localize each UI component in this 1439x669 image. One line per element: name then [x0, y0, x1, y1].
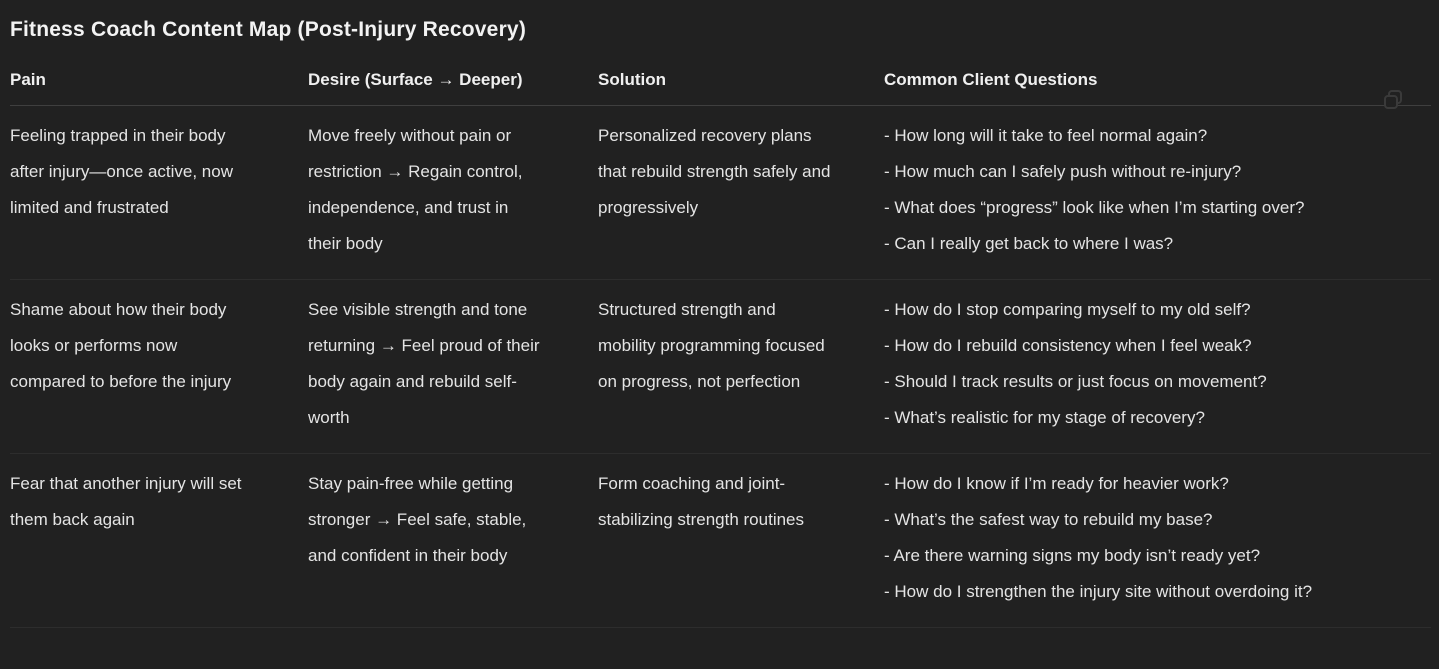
question-line: - What’s realistic for my stage of recov… [884, 408, 1205, 427]
cell-desire: Move freely without pain or restriction … [308, 105, 598, 280]
question-line: - How long will it take to feel normal a… [884, 126, 1208, 145]
cell-solution: Structured strength and mobility program… [598, 279, 884, 454]
column-header-questions: Common Client Questions [884, 44, 1431, 106]
question-line: - How do I rebuild consistency when I fe… [884, 336, 1252, 355]
cell-desire: See visible strength and tone returning … [308, 279, 598, 454]
cell-solution: Form coaching and joint-stabilizing stre… [598, 453, 884, 628]
cell-questions: - How do I stop comparing myself to my o… [884, 279, 1431, 454]
column-header-desire: Desire (Surface → Deeper) [308, 44, 598, 106]
cell-pain: Fear that another injury will set them b… [10, 453, 308, 628]
header-row: Pain Desire (Surface → Deeper) Solution … [10, 44, 1431, 106]
page-title: Fitness Coach Content Map (Post-Injury R… [10, 18, 527, 41]
cell-pain: Shame about how their body looks or perf… [10, 279, 308, 454]
question-line: - How do I stop comparing myself to my o… [884, 300, 1251, 319]
column-header-solution: Solution [598, 44, 884, 106]
copy-icon [1381, 88, 1405, 112]
cell-pain: Feeling trapped in their body after inju… [10, 105, 308, 280]
cell-questions: - How do I know if I’m ready for heavier… [884, 453, 1431, 628]
copy-table-button[interactable] [1379, 86, 1407, 114]
question-line: - How do I strengthen the injury site wi… [884, 582, 1313, 601]
question-line: - Should I track results or just focus o… [884, 372, 1267, 391]
question-line: - How do I know if I’m ready for heavier… [884, 474, 1229, 493]
content-map-table: Pain Desire (Surface → Deeper) Solution … [10, 44, 1431, 628]
cell-solution: Personalized recovery plans that rebuild… [598, 105, 884, 280]
table-row: Feeling trapped in their body after inju… [10, 105, 1431, 280]
cell-desire: Stay pain-free while getting stronger → … [308, 453, 598, 628]
question-line: - How much can I safely push without re-… [884, 162, 1242, 181]
table-row: Shame about how their body looks or perf… [10, 279, 1431, 454]
column-header-pain: Pain [10, 44, 308, 106]
cell-questions: - How long will it take to feel normal a… [884, 105, 1431, 280]
table-row: Fear that another injury will set them b… [10, 453, 1431, 628]
question-line: - Can I really get back to where I was? [884, 234, 1174, 253]
question-line: - Are there warning signs my body isn’t … [884, 546, 1261, 565]
question-line: - What’s the safest way to rebuild my ba… [884, 510, 1213, 529]
question-line: - What does “progress” look like when I’… [884, 198, 1305, 217]
